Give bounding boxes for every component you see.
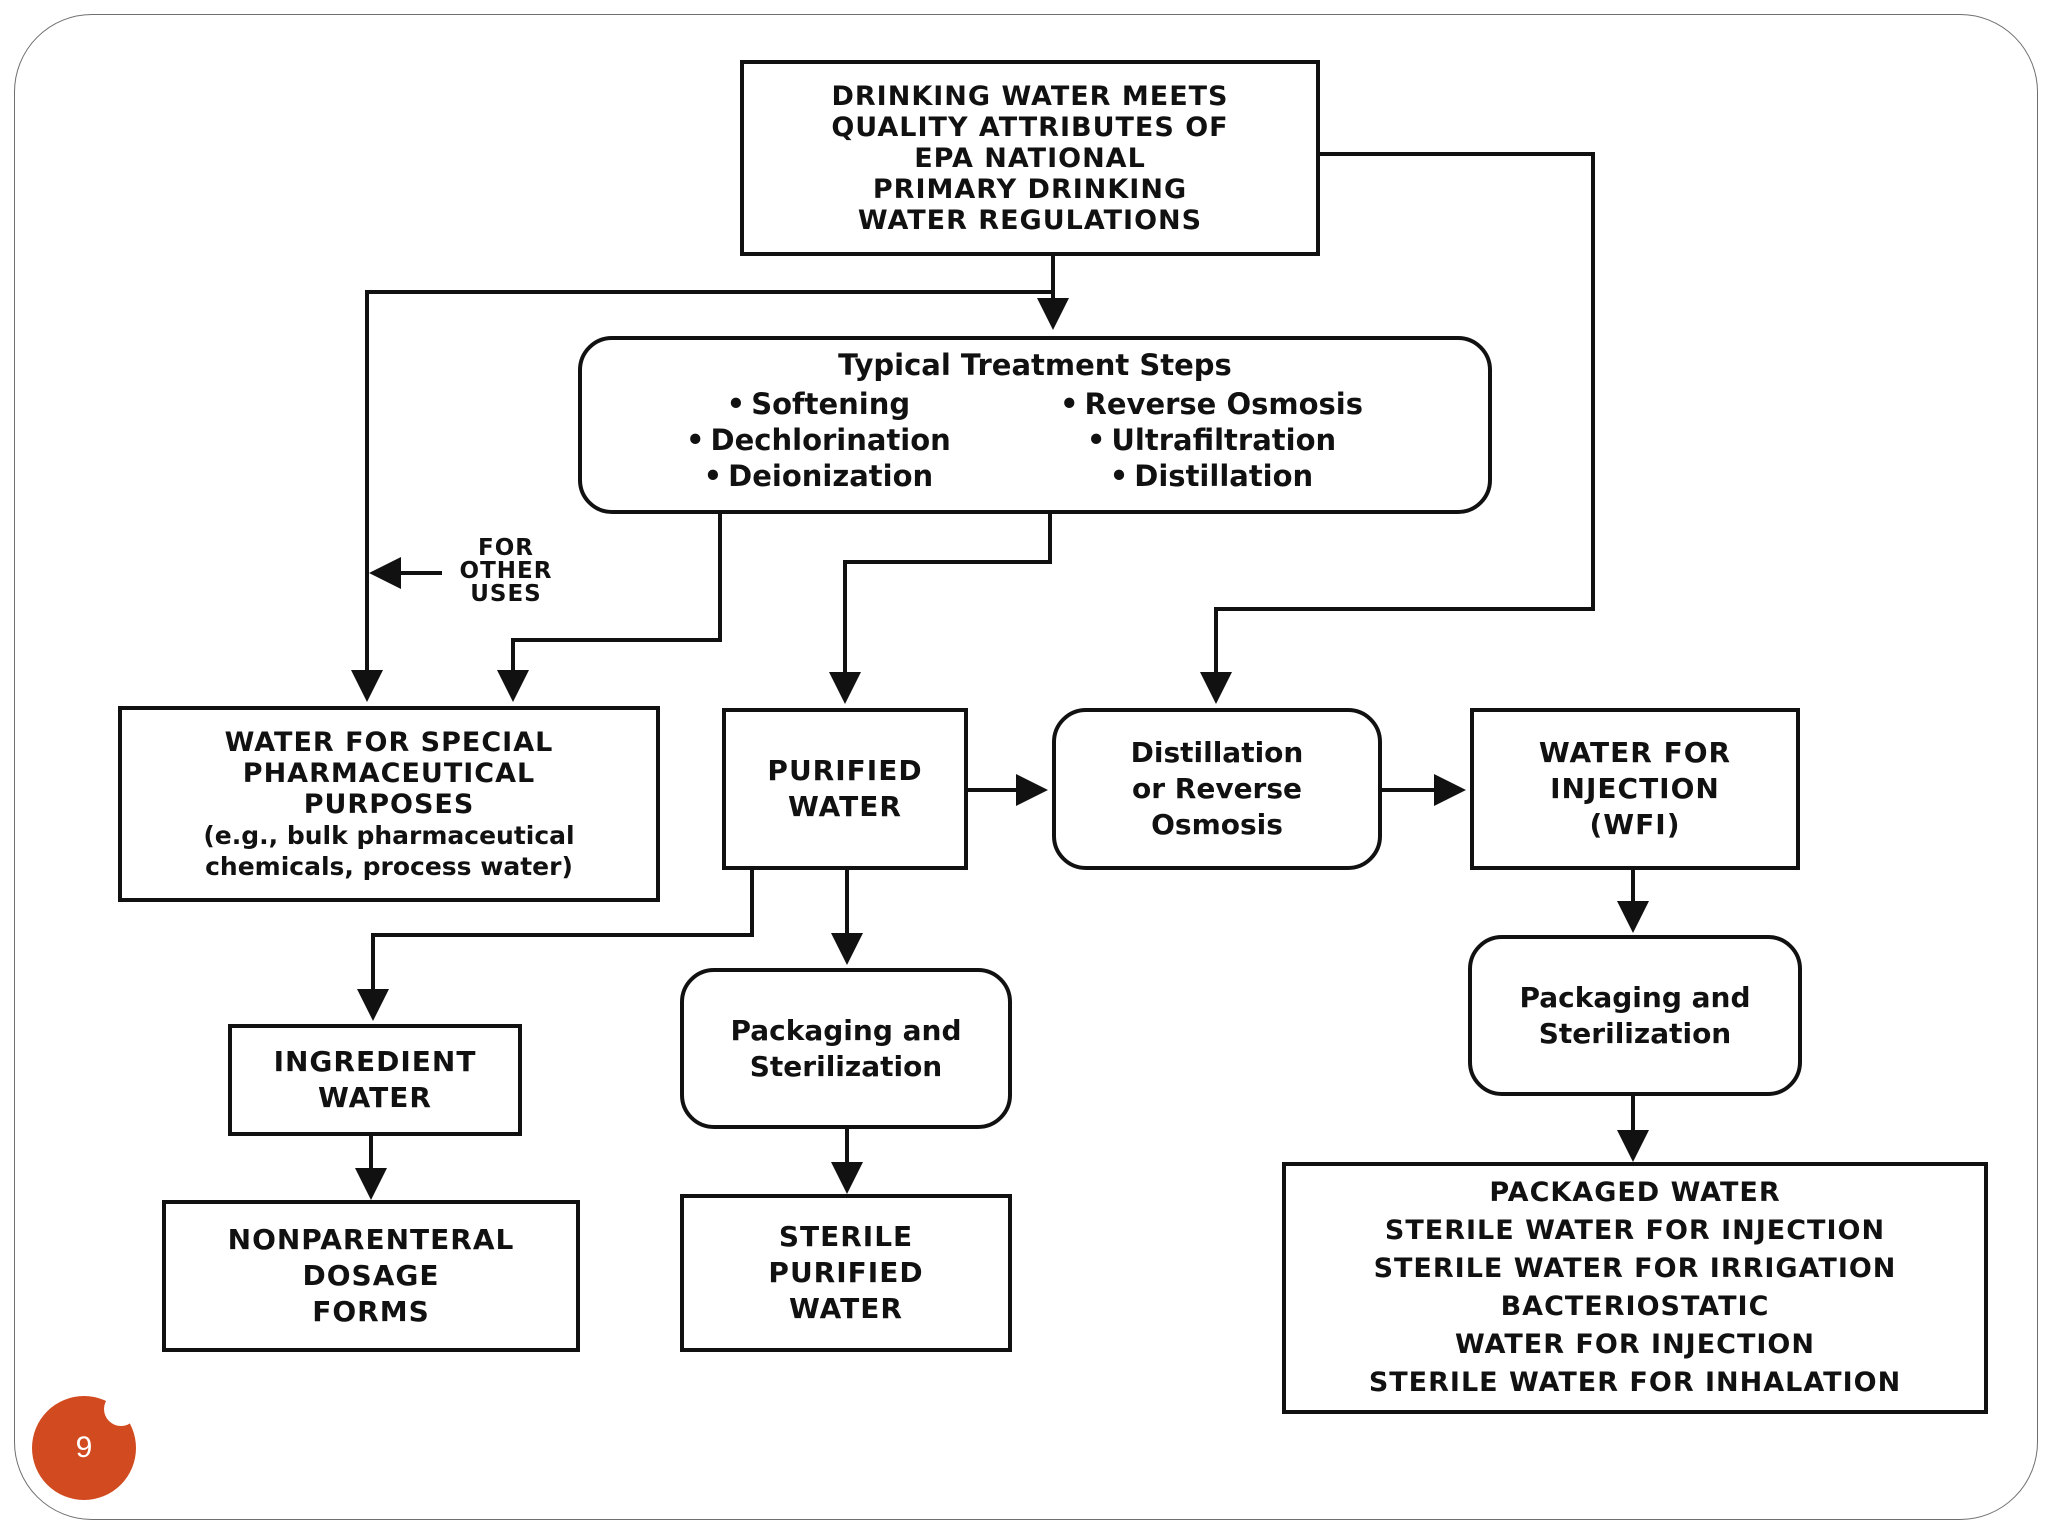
treatment-step: Dechlorination — [686, 422, 951, 458]
note-line: USES — [470, 581, 542, 607]
sterile-purified-line: WATER — [789, 1292, 903, 1325]
arrow-drinking-to-distillation — [1200, 152, 1595, 704]
purified-water-line: WATER — [788, 790, 902, 823]
packaged-water-line: STERILE WATER FOR INHALATION — [1368, 1367, 1902, 1398]
drinking-water-line: EPA NATIONAL — [914, 142, 1146, 174]
drinking-water-line: WATER REGULATIONS — [857, 204, 1203, 236]
for-other-uses-label: FOR OTHER USES — [446, 537, 566, 606]
special-water-box: WATER FOR SPECIAL PHARMACEUTICAL PURPOSE… — [118, 706, 660, 902]
wfi-line: INJECTION — [1550, 772, 1720, 805]
special-water-line: PURPOSES — [303, 788, 475, 820]
arrow-drinking-to-special — [351, 290, 1053, 702]
packaged-water-line: PACKAGED WATER — [1489, 1177, 1781, 1208]
treatment-step: Reverse Osmosis — [1060, 386, 1363, 422]
packaging-sterilization-mid-box: Packaging and Sterilization — [680, 968, 1012, 1129]
treatment-steps-right-list: Reverse Osmosis Ultrafiltration Distilla… — [1060, 386, 1363, 494]
packaging-sterilization-right-box: Packaging and Sterilization — [1468, 935, 1802, 1096]
packaging-line: Packaging and — [1519, 980, 1751, 1014]
drinking-water-box: DRINKING WATER MEETS QUALITY ATTRIBUTES … — [740, 60, 1320, 256]
special-water-line: WATER FOR SPECIAL — [224, 726, 554, 758]
nonparenteral-box: NONPARENTERAL DOSAGE FORMS — [162, 1200, 580, 1352]
packaging-line: Sterilization — [1538, 1016, 1732, 1050]
packaging-line: Sterilization — [749, 1049, 943, 1083]
ingredient-water-box: INGREDIENT WATER — [228, 1024, 522, 1136]
purified-water-box: PURIFIED WATER — [722, 708, 968, 870]
packaging-line: Packaging and — [730, 1013, 962, 1047]
packaged-water-box: PACKAGED WATER STERILE WATER FOR INJECTI… — [1282, 1162, 1988, 1414]
special-water-line: PHARMACEUTICAL — [242, 757, 536, 789]
packaged-water-line: STERILE WATER FOR INJECTION — [1384, 1215, 1886, 1246]
ingredient-water-line: INGREDIENT — [273, 1045, 477, 1078]
wfi-line: (WFI) — [1589, 808, 1681, 841]
treatment-step: Deionization — [686, 458, 951, 494]
treatment-step: Softening — [686, 386, 951, 422]
distillation-line: or Reverse — [1131, 772, 1303, 805]
special-water-example: chemicals, process water) — [205, 851, 573, 881]
treatment-steps-box: Typical Treatment Steps Softening Dechlo… — [578, 336, 1492, 514]
arrow-treatment-to-purified — [829, 512, 1052, 704]
drinking-water-line: PRIMARY DRINKING — [872, 173, 1188, 205]
purified-water-line: PURIFIED — [767, 754, 923, 787]
arrow-treatment-to-special — [497, 512, 722, 702]
packaged-water-line: BACTERIOSTATIC — [1500, 1291, 1770, 1322]
treatment-step: Ultrafiltration — [1060, 422, 1363, 458]
sterile-purified-water-box: STERILE PURIFIED WATER — [680, 1194, 1012, 1352]
treatment-step: Distillation — [1060, 458, 1363, 494]
wfi-line: WATER FOR — [1538, 736, 1732, 769]
nonparenteral-line: NONPARENTERAL — [227, 1223, 515, 1256]
ingredient-water-line: WATER — [318, 1081, 432, 1114]
distillation-line: Osmosis — [1151, 808, 1283, 841]
packaged-water-line: STERILE WATER FOR IRRIGATION — [1373, 1253, 1897, 1284]
special-water-example: (e.g., bulk pharmaceutical — [203, 820, 575, 850]
arrow-purified-to-ingredient — [357, 868, 754, 1021]
treatment-steps-title: Typical Treatment Steps — [838, 348, 1232, 382]
wfi-box: WATER FOR INJECTION (WFI) — [1470, 708, 1800, 870]
nonparenteral-line: FORMS — [312, 1295, 430, 1328]
distillation-line: Distillation — [1130, 736, 1304, 769]
note-line: FOR — [478, 535, 534, 561]
nonparenteral-line: DOSAGE — [302, 1259, 440, 1292]
slide-number: 9 — [75, 1431, 93, 1464]
treatment-steps-left-list: Softening Dechlorination Deionization — [686, 386, 951, 494]
distillation-ro-box: Distillation or Reverse Osmosis — [1052, 708, 1382, 870]
drinking-water-line: DRINKING WATER MEETS — [831, 80, 1229, 112]
note-line: OTHER — [459, 558, 553, 584]
sterile-purified-line: PURIFIED — [768, 1256, 924, 1289]
packaged-water-line: WATER FOR INJECTION — [1455, 1329, 1815, 1360]
drinking-water-line: QUALITY ATTRIBUTES OF — [831, 111, 1229, 143]
badge-notch-decoration — [104, 1392, 138, 1426]
sterile-purified-line: STERILE — [778, 1220, 914, 1253]
